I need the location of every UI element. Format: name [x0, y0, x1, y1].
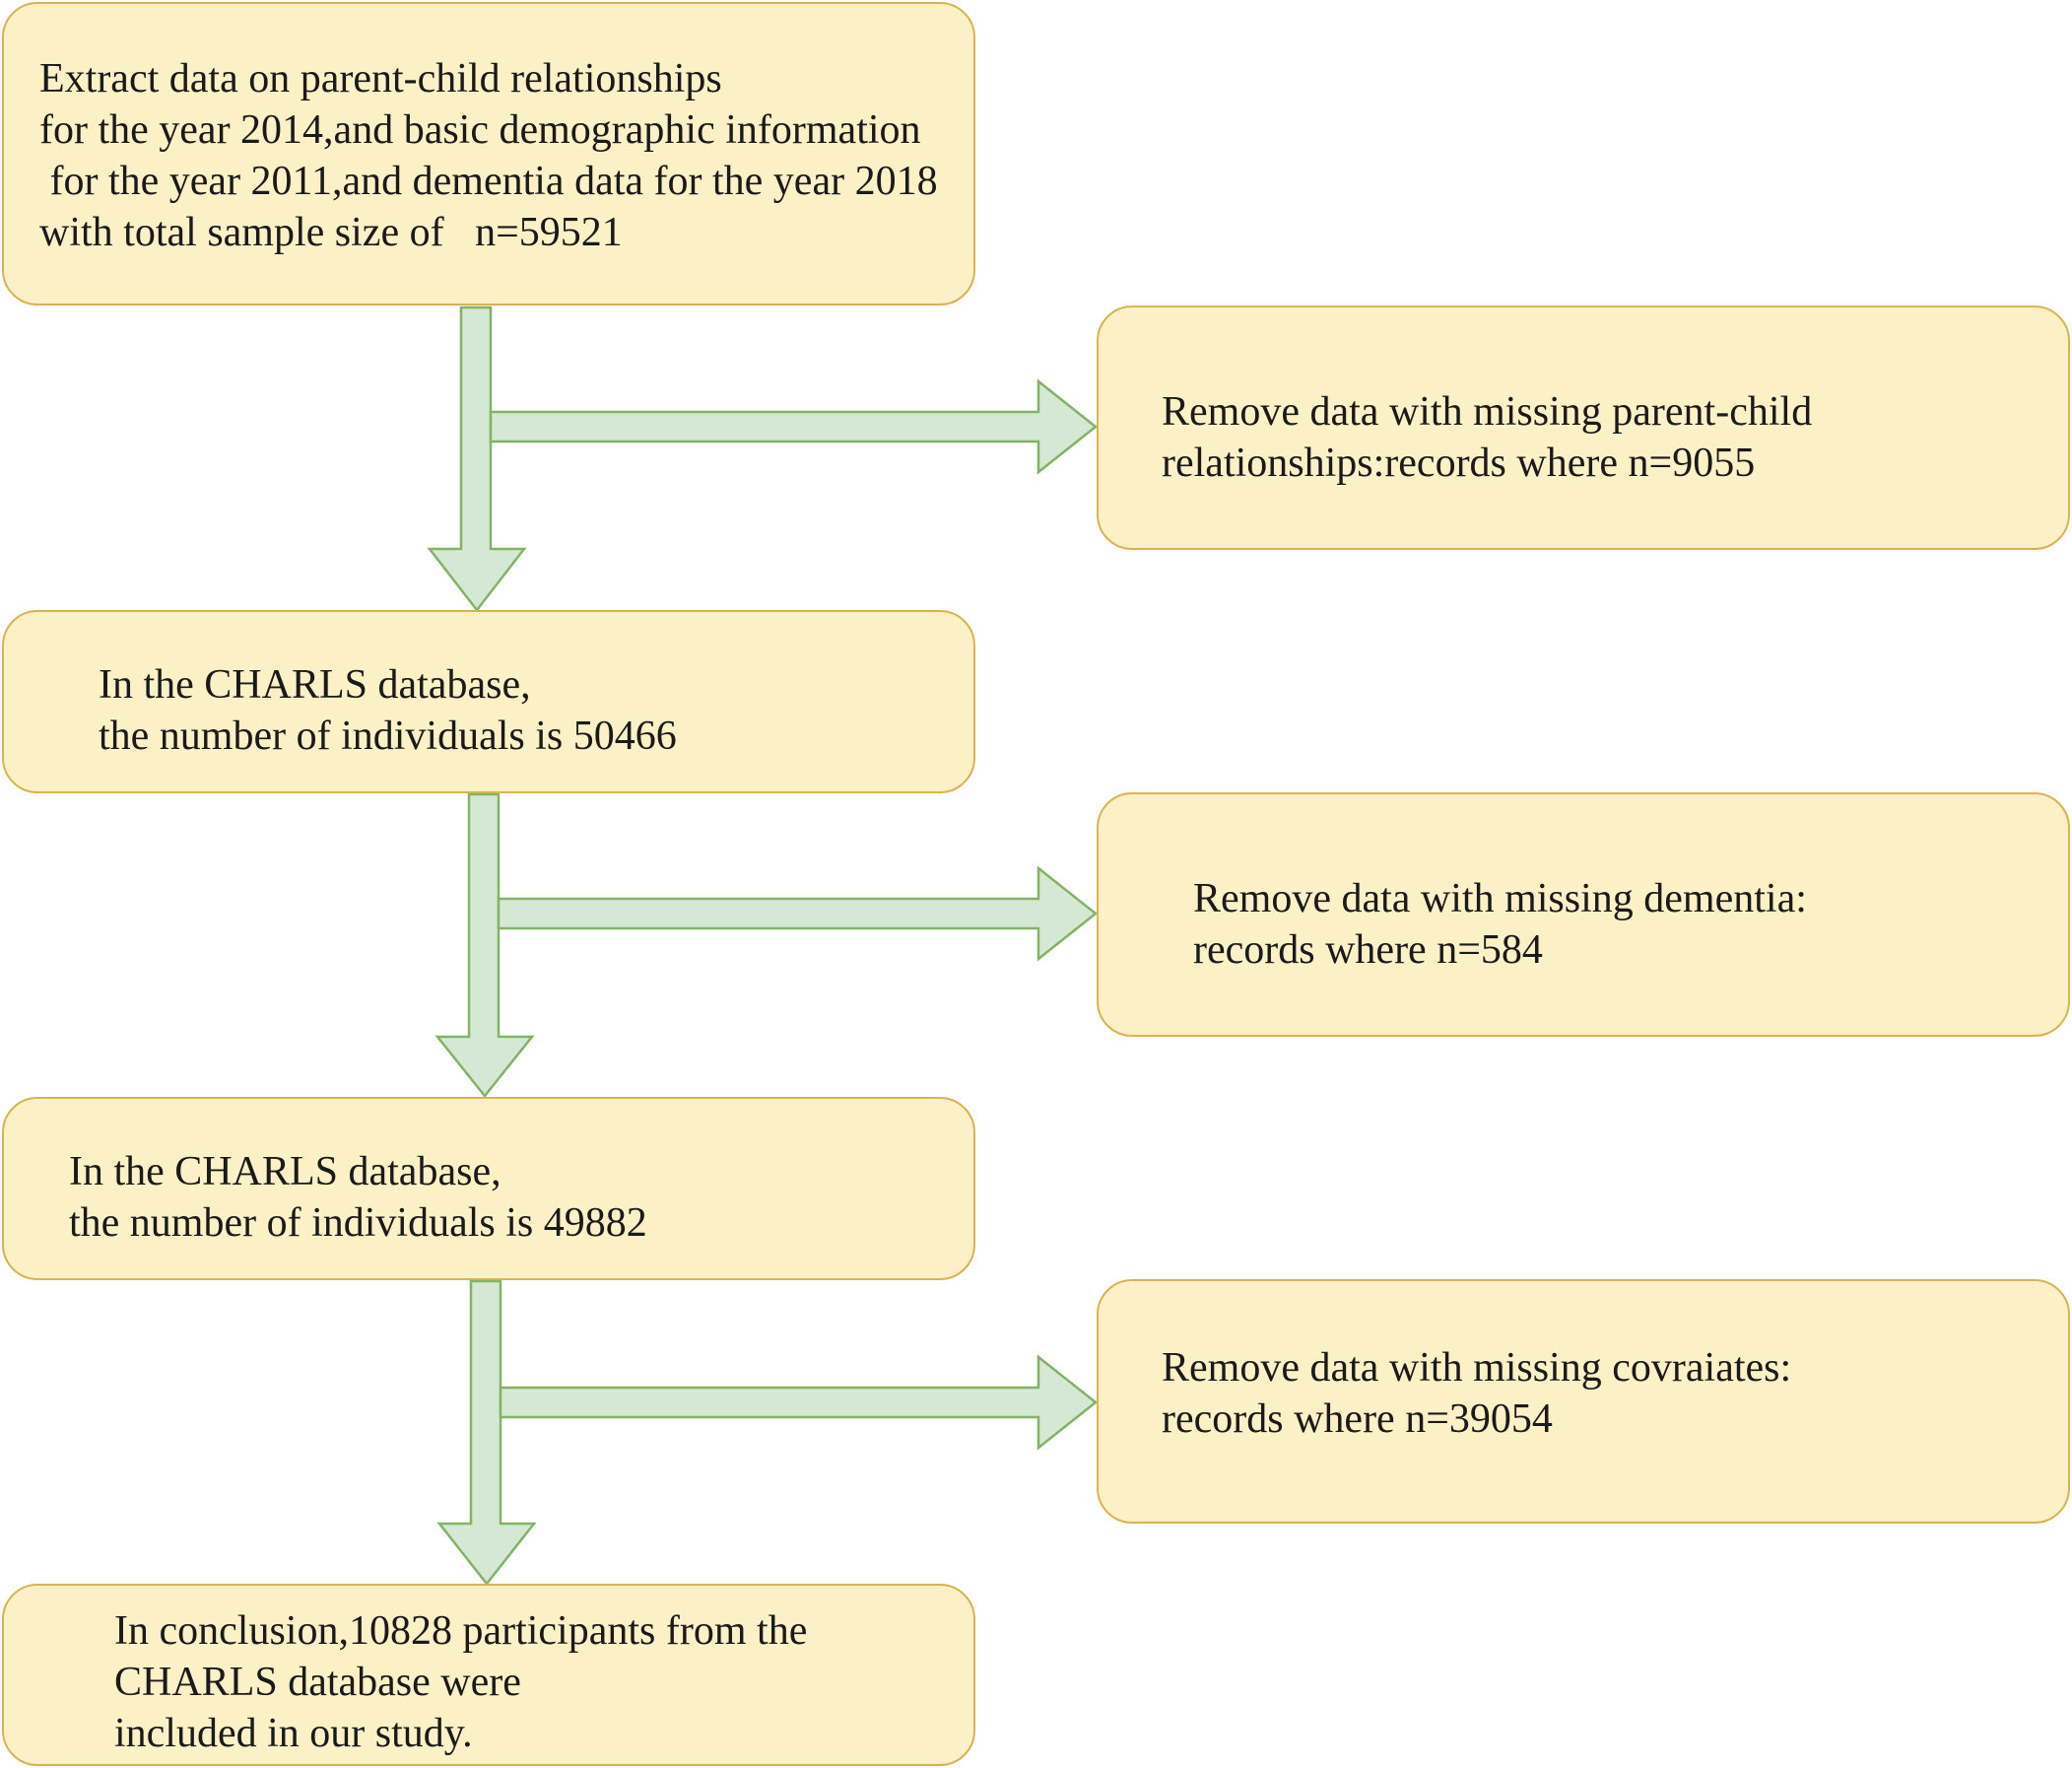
step-text-line: with total sample size of n=59521 [39, 210, 623, 255]
step-text-line: CHARLS database were [114, 1660, 521, 1705]
exclusion-box-missing-relationships: Remove data with missing parent-child re… [1097, 306, 2070, 550]
down-arrow [427, 306, 527, 613]
step-text-line: the number of individuals is 50466 [99, 714, 677, 759]
step-box-after-relationship-filter: In the CHARLS database, the number of in… [2, 610, 975, 793]
step-box-final-sample: In conclusion,10828 participants from th… [2, 1584, 975, 1766]
right-branch-arrow [497, 865, 1099, 962]
arrow-step2-to-step3 [434, 792, 1099, 1099]
exclusion-text-line: Remove data with missing dementia: [1193, 876, 1807, 921]
down-arrow [434, 792, 535, 1099]
exclusion-box-missing-dementia: Remove data with missing dementia: recor… [1097, 792, 2070, 1037]
exclusion-text-line: records where n=584 [1193, 927, 1543, 973]
right-branch-arrow [489, 378, 1099, 475]
down-arrow [436, 1279, 537, 1587]
step-text-line: for the year 2014,and basic demographic … [39, 107, 921, 153]
exclusion-text-line: Remove data with missing covraiates: [1162, 1345, 1792, 1391]
step-text-line: In conclusion,10828 participants from th… [114, 1608, 808, 1654]
exclusion-box-missing-covariates: Remove data with missing covraiates: rec… [1097, 1279, 2070, 1524]
step-text-line: In the CHARLS database, [69, 1149, 501, 1194]
exclusion-text-line: relationships:records where n=9055 [1162, 441, 1756, 486]
step-box-initial-sample: Extract data on parent-child relationshi… [2, 2, 975, 306]
step-text-line: included in our study. [114, 1711, 473, 1756]
arrow-step1-to-step2 [427, 306, 1099, 613]
step-text-line: the number of individuals is 49882 [69, 1200, 647, 1246]
exclusion-text-line: Remove data with missing parent-child [1162, 389, 1813, 435]
step-box-after-dementia-filter: In the CHARLS database, the number of in… [2, 1097, 975, 1280]
step-text-line: for the year 2011,and dementia data for … [39, 159, 938, 204]
exclusion-text-line: records where n=39054 [1162, 1396, 1553, 1442]
right-branch-arrow [499, 1354, 1099, 1451]
arrow-step3-to-step4 [436, 1279, 1099, 1587]
step-text-line: In the CHARLS database, [99, 662, 531, 708]
step-text-line: Extract data on parent-child relationshi… [39, 56, 722, 102]
